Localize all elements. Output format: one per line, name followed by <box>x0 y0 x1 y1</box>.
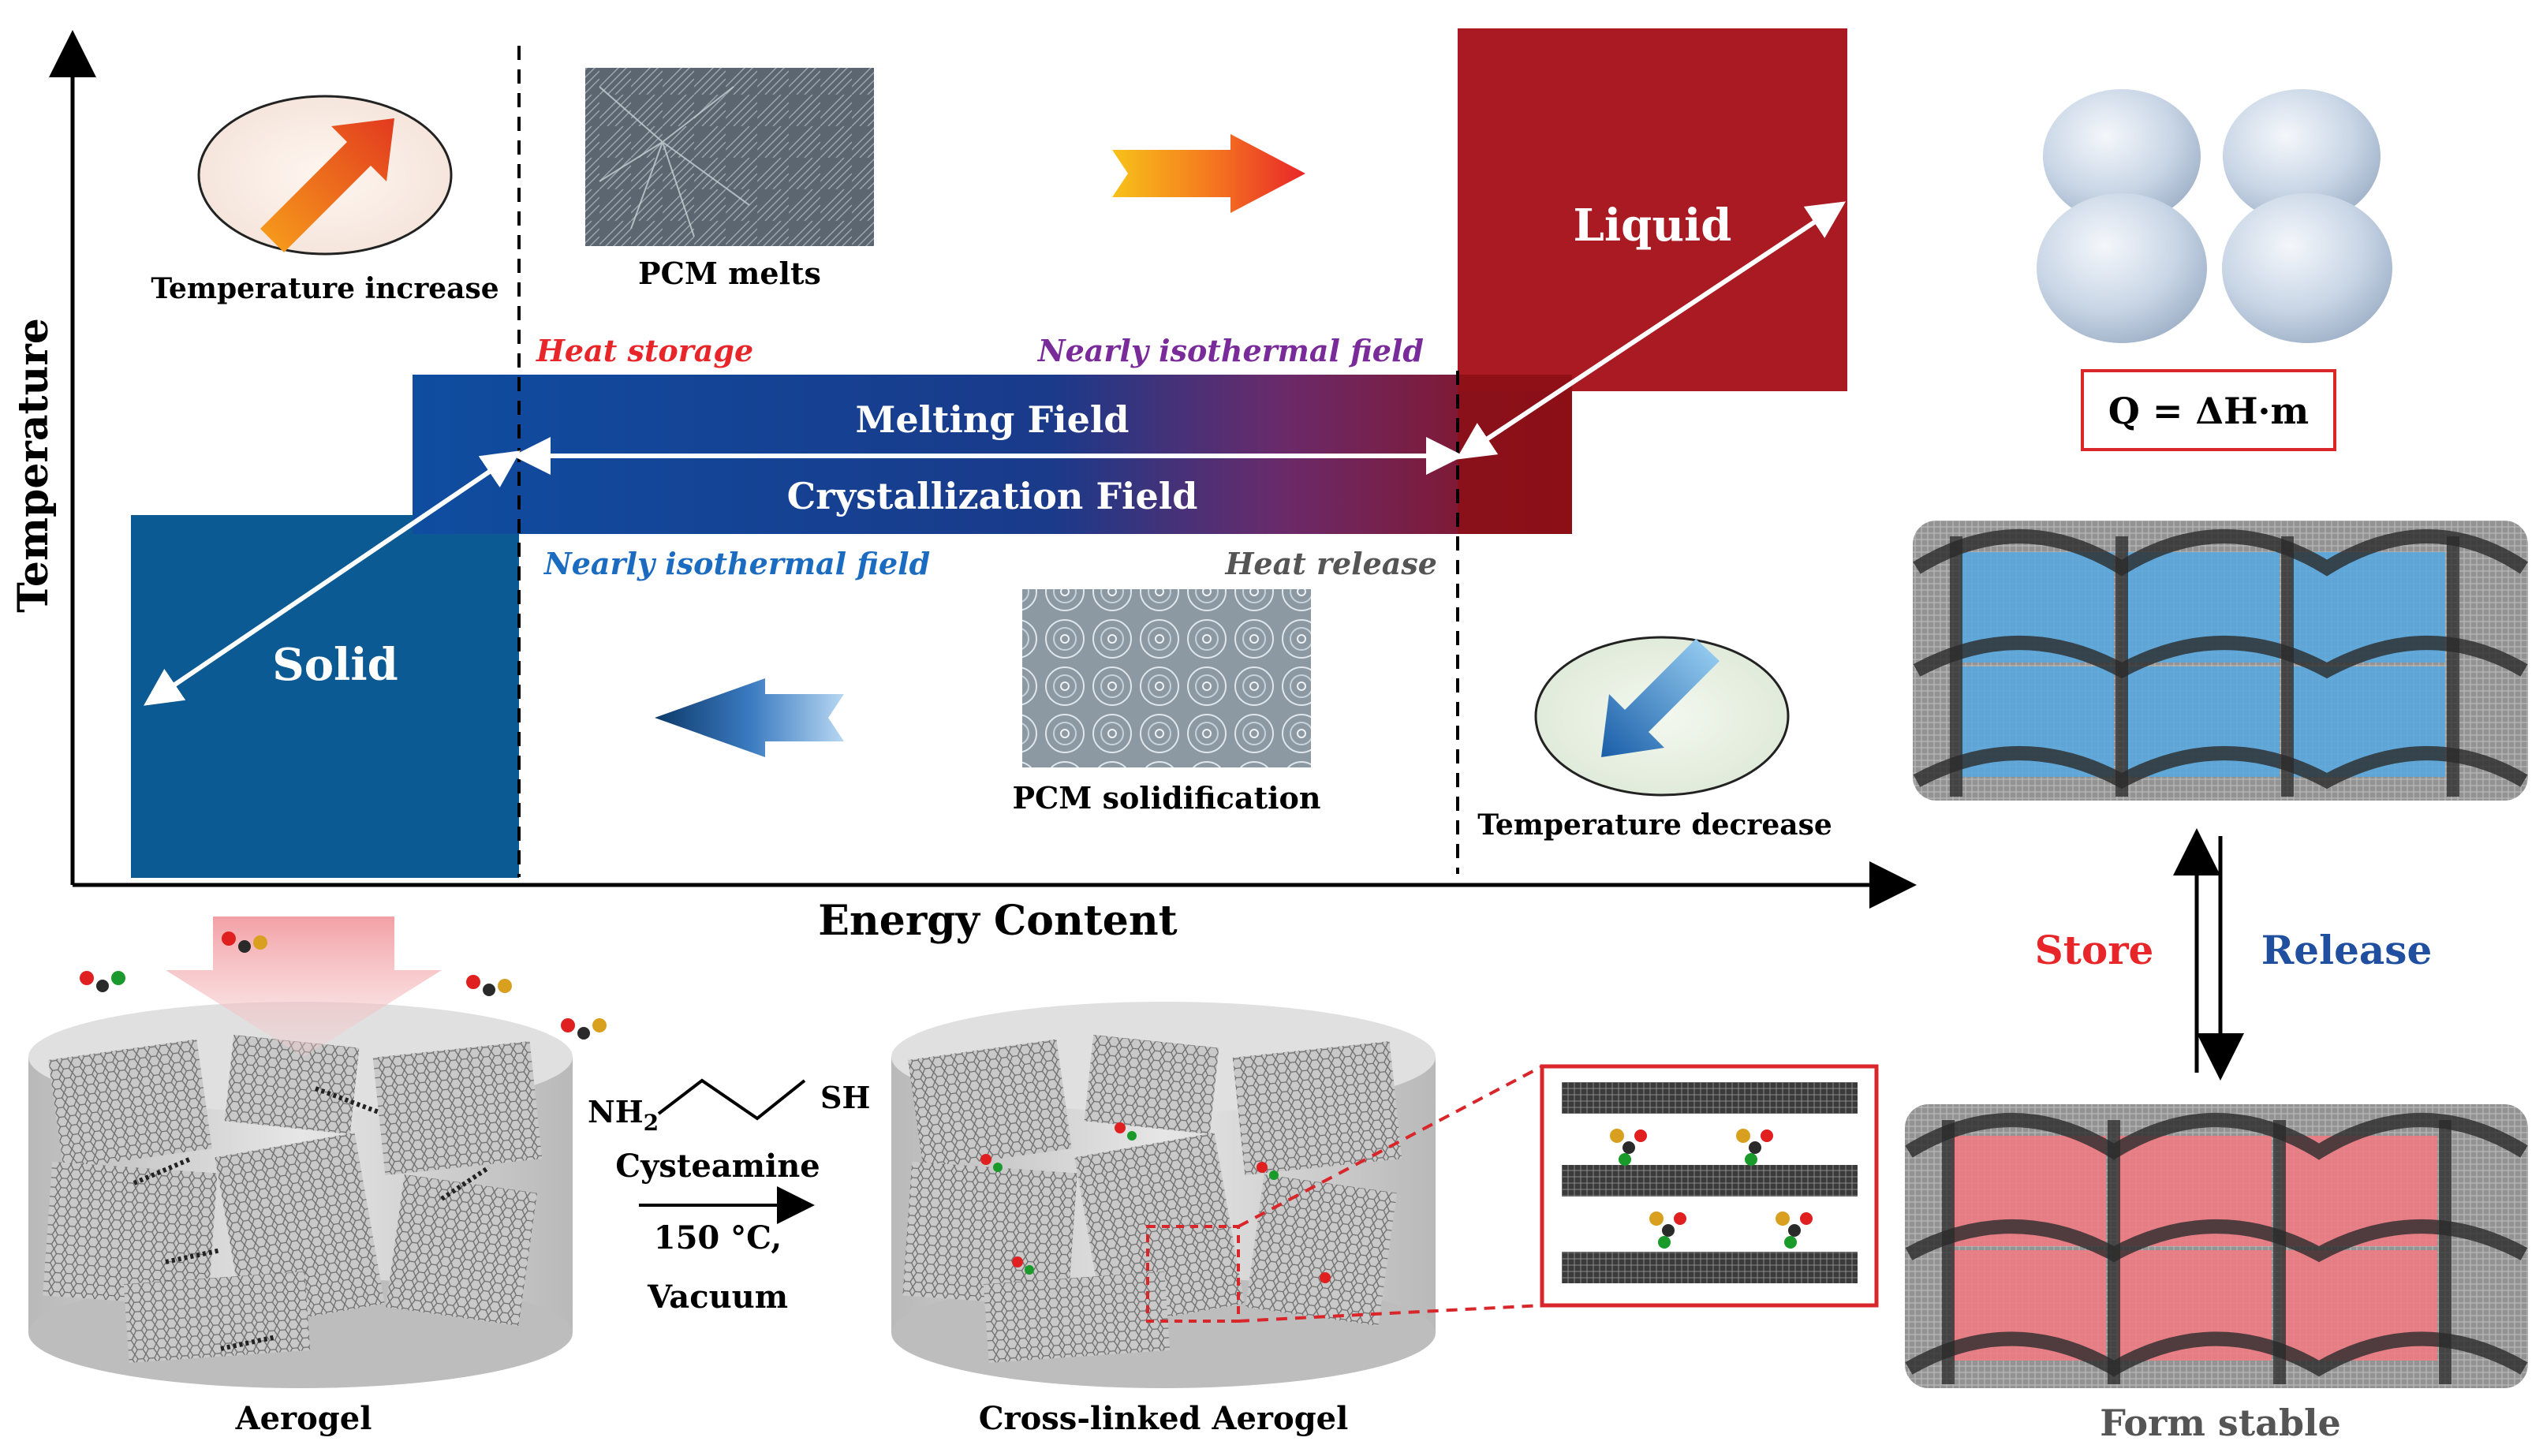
sphere-bottom-right <box>2222 193 2392 343</box>
field-liquid-overlap <box>1458 375 1572 534</box>
store-label: Store <box>2035 927 2154 973</box>
pcm-solidification-photo <box>1022 589 1311 767</box>
phase-diagram: Solid Liquid Melting Field Crystallizati… <box>131 28 1847 878</box>
reagent-nh2: NH2 <box>588 1094 659 1136</box>
crosslink-molecules <box>1610 1129 1813 1249</box>
equation-box <box>2081 369 2336 451</box>
crosslink-inset <box>1540 1064 1879 1308</box>
vapor-beam <box>166 917 442 1057</box>
graphene-sheet-3 <box>1562 1252 1858 1283</box>
pcm-melts-label: PCM melts <box>638 256 821 291</box>
form-stable-label: Form stable <box>2100 1402 2341 1444</box>
reagent-name: Cysteamine <box>615 1148 820 1185</box>
pcm-melts-figure: PCM melts <box>585 68 874 291</box>
solid-label: Solid <box>272 639 398 691</box>
heat-release-label: Heat release <box>1225 546 1438 581</box>
zoom-line-top <box>1238 1065 1543 1228</box>
blue-cube-lattice <box>1913 521 2528 801</box>
crosslinked-aerogel-cylinder <box>891 1002 1436 1388</box>
solid-heating-arrow <box>144 450 521 706</box>
graphene-sheet-1 <box>1562 1082 1858 1114</box>
solid-block <box>131 515 519 878</box>
axes: Temperature Energy Content <box>9 30 1917 945</box>
equation-text: Q = ΔH·m <box>2108 390 2309 432</box>
crystallization-field-label: Crystallization Field <box>787 475 1198 517</box>
right-panel: Q = ΔH·m Store Release <box>1905 89 2528 1444</box>
aerogel-label: Aerogel <box>235 1400 372 1437</box>
cooling-direction-arrow <box>655 678 844 757</box>
synthesis-panel: Aerogel NH2 SH Cysteamine 150 °C, Vacuum <box>28 917 1879 1437</box>
temperature-decrease-badge: Temperature decrease <box>1477 636 1832 842</box>
red-cube-lattice <box>1905 1104 2528 1388</box>
condition-temp: 150 °C, <box>654 1219 782 1256</box>
temperature-decrease-label: Temperature decrease <box>1477 808 1832 842</box>
spheres <box>2037 89 2392 343</box>
temperature-down-icon <box>1601 639 1720 757</box>
liquid-label: Liquid <box>1574 200 1732 252</box>
graphene-sheet-2 <box>1562 1165 1858 1197</box>
release-label: Release <box>2261 927 2433 973</box>
pcm-solidification-label: PCM solidification <box>1012 780 1320 816</box>
condition-vacuum: Vacuum <box>647 1279 788 1316</box>
heating-direction-arrow <box>1112 134 1305 213</box>
x-axis-label: Energy Content <box>818 897 1177 945</box>
pcm-melts-photo <box>585 68 874 246</box>
heat-storage-label: Heat storage <box>536 333 753 368</box>
y-axis-label: Temperature <box>9 318 58 613</box>
temperature-increase-badge: Temperature increase <box>151 95 499 305</box>
sphere-top-right <box>2223 89 2381 223</box>
reagent-chain <box>657 1078 806 1121</box>
reagent-sh: SH <box>820 1080 870 1115</box>
liquid-heating-arrow <box>1455 201 1847 460</box>
pcm-solidification-figure: PCM solidification <box>1012 589 1321 816</box>
temperature-increase-label: Temperature increase <box>151 272 499 305</box>
nearly-isothermal-bottom-label: Nearly isothermal field <box>543 546 930 581</box>
crosslinked-aerogel-label: Cross-linked Aerogel <box>979 1400 1349 1437</box>
aerogel-cylinder <box>28 917 607 1388</box>
melting-field-label: Melting Field <box>855 398 1129 441</box>
temperature-up-icon <box>260 118 394 252</box>
cysteamine-reagent: NH2 SH Cysteamine 150 °C, Vacuum <box>588 1078 870 1316</box>
cysteamine-molecules <box>80 931 607 1040</box>
sphere-top-left <box>2043 89 2201 223</box>
zoom-region <box>1146 1225 1240 1323</box>
nearly-isothermal-top-label: Nearly isothermal field <box>1037 333 1424 368</box>
zoom-line-bottom <box>1238 1304 1543 1323</box>
sphere-bottom-left <box>2037 193 2207 343</box>
